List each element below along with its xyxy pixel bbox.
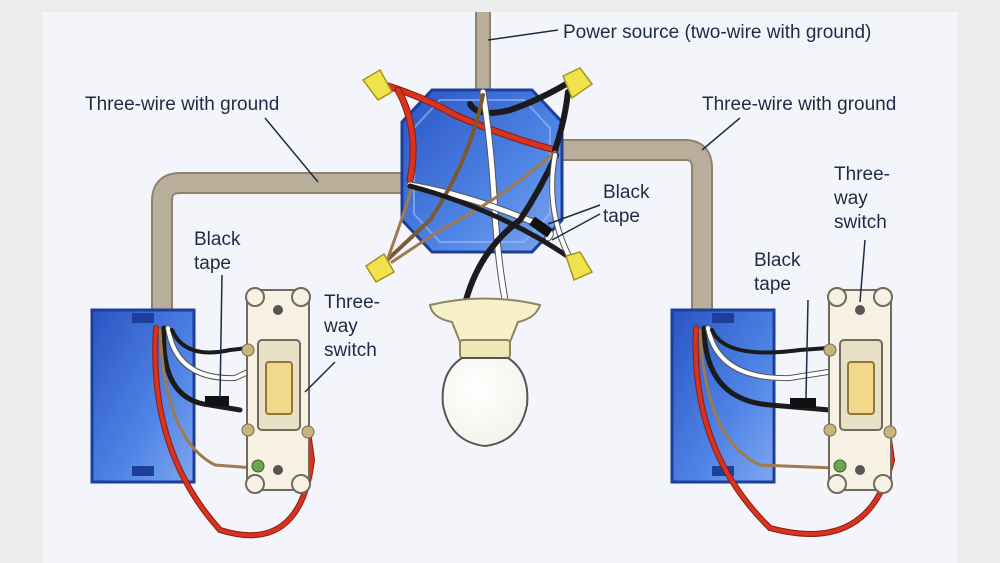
light-bulb xyxy=(441,357,529,448)
light-fixture xyxy=(428,297,542,448)
left-cable-label: Three-wire with ground xyxy=(85,94,279,115)
left-tape-label-line1: Black xyxy=(194,229,241,250)
left-tape-label-line2: tape xyxy=(194,253,231,274)
left-black-tape xyxy=(205,396,229,406)
right-switch-box xyxy=(670,308,776,484)
left-switch-label-line3: switch xyxy=(324,340,377,361)
right-switch-wires xyxy=(692,325,896,537)
center-black-tape xyxy=(529,216,553,238)
left-switch-box xyxy=(90,308,196,484)
left-switch-toggle xyxy=(265,361,293,415)
right-switch-label-line2: way xyxy=(833,188,868,209)
right-tape-label-line2: tape xyxy=(754,274,791,295)
cable-sheaths xyxy=(151,12,713,318)
center-tape-label-line1: Black xyxy=(603,182,650,203)
right-switch-label-line1: Three- xyxy=(834,164,890,185)
left-switch-label-line2: way xyxy=(323,316,358,337)
left-three-way-switch xyxy=(241,287,315,494)
leader-lines xyxy=(219,29,866,399)
junction-box-wires xyxy=(371,77,576,304)
wire-nuts xyxy=(361,67,594,284)
right-switch-label-line3: switch xyxy=(834,212,887,233)
right-cable-label: Three-wire with ground xyxy=(702,94,896,115)
right-tape-label-line1: Black xyxy=(754,250,801,271)
left-switch-label-line1: Three- xyxy=(324,292,380,313)
right-switch-toggle xyxy=(847,361,875,415)
right-black-tape xyxy=(790,398,816,408)
right-three-way-switch xyxy=(823,287,897,494)
left-switch-wires xyxy=(152,325,316,539)
power-source-label: Power source (two-wire with ground) xyxy=(563,22,871,43)
center-tape-label-line2: tape xyxy=(603,206,640,227)
